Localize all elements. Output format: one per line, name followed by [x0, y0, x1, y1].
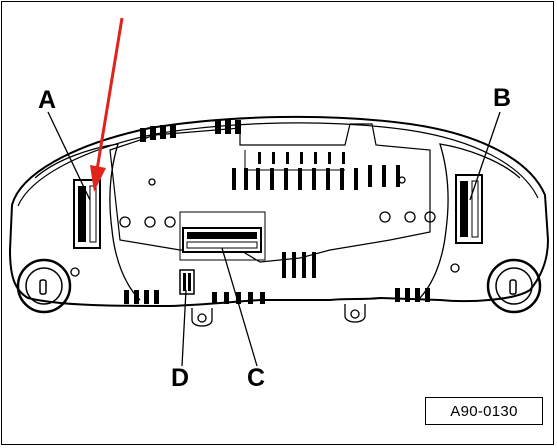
circuit-board [109, 123, 431, 263]
callout-a: A [38, 86, 56, 114]
connector-c [182, 227, 262, 253]
figure-id-label: A90-0130 [425, 397, 543, 425]
callout-c: C [247, 364, 265, 392]
left-knob [16, 258, 72, 314]
red-arrow [90, 17, 124, 192]
cluster-housing [8, 115, 550, 308]
connector-d [179, 269, 195, 295]
connector-b [455, 174, 483, 244]
connector-a [73, 179, 101, 249]
callout-d: D [171, 364, 189, 392]
right-knob [486, 258, 542, 314]
leader-lines [47, 111, 501, 367]
gauge-rims [34, 143, 521, 301]
callout-b: B [493, 84, 511, 112]
connector-slots [124, 120, 430, 304]
mounting-holes [70, 176, 460, 327]
